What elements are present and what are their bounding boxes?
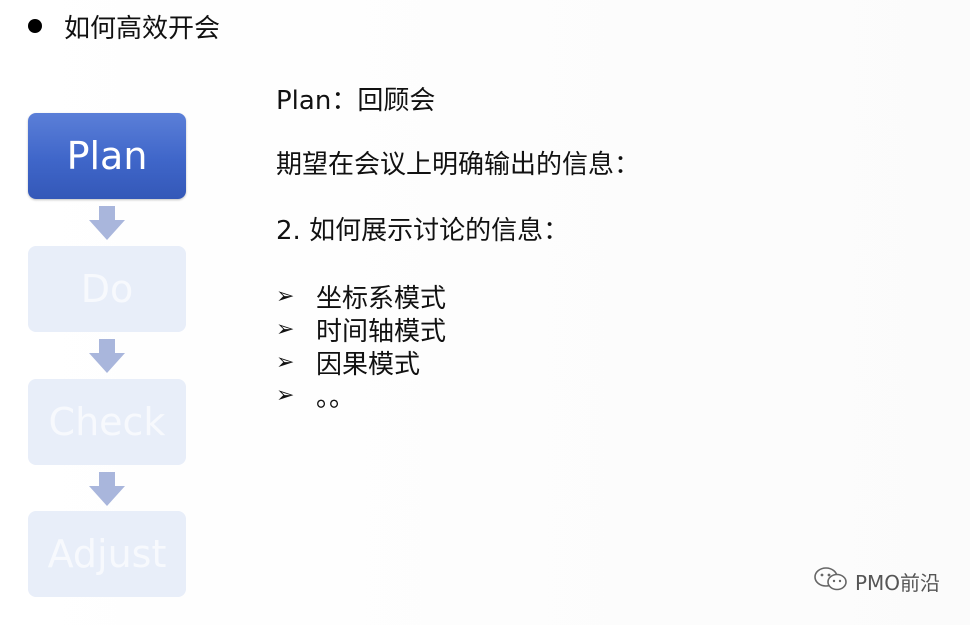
flow-step-adjust: Adjust: [28, 511, 186, 597]
flow-step-label: Do: [80, 267, 134, 311]
heading-text: 如何高效开会: [64, 13, 221, 44]
list-item-text: 时间轴模式: [316, 316, 447, 347]
slide-heading: 如何高效开会: [28, 6, 220, 46]
flow-step-do: Do: [28, 246, 186, 332]
content-title: Plan：回顾会: [276, 86, 436, 116]
list-item: ➢ 时间轴模式: [276, 312, 447, 347]
watermark: PMO前沿: [813, 565, 940, 598]
list-item-text: 坐标系模式: [316, 283, 447, 314]
arrow-bullet-icon: ➢: [276, 316, 295, 342]
arrow-bullet-icon: ➢: [276, 349, 295, 375]
content-section: 2. 如何展示讨论的信息：: [276, 216, 570, 246]
bullet-dot: [28, 19, 42, 33]
wechat-icon: [813, 565, 849, 598]
arrow-bullet-icon: ➢: [276, 382, 295, 408]
down-arrow-icon: [89, 206, 125, 240]
watermark-text: PMO前沿: [854, 571, 940, 595]
flow-step-label: Check: [48, 400, 166, 444]
content-subtitle: 期望在会议上明确输出的信息：: [276, 150, 641, 180]
down-arrow-icon: [89, 472, 125, 506]
arrow-bullet-icon: ➢: [276, 283, 295, 309]
flow-step-label: Plan: [66, 134, 148, 178]
flow-step-check: Check: [28, 379, 186, 465]
list-item: ➢ 因果模式: [276, 345, 421, 380]
list-item: ➢ 坐标系模式: [276, 279, 447, 314]
list-item-text: 。。: [316, 382, 356, 413]
flow-step-plan: Plan: [28, 113, 186, 199]
list-item-text: 因果模式: [316, 349, 421, 380]
down-arrow-icon: [89, 339, 125, 373]
flow-step-label: Adjust: [47, 532, 167, 576]
list-item: ➢ 。。: [276, 378, 356, 413]
